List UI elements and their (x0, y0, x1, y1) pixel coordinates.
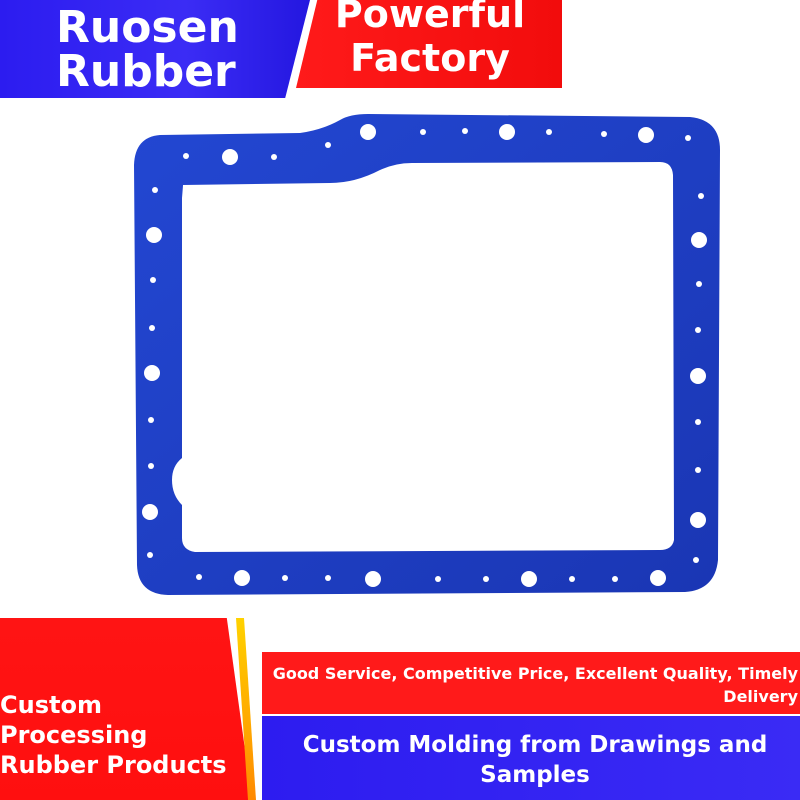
brand-name-line1: Ruosen (56, 2, 239, 53)
factory-banner (296, 0, 562, 88)
factory-label-line1: Powerful (334, 0, 526, 36)
processing-label: Custom Processing Rubber Products (0, 690, 250, 780)
brand-name-line2: Rubber (56, 46, 236, 97)
processing-banner (0, 618, 252, 800)
rubber-gasket-icon (134, 114, 720, 595)
molding-text: Custom Molding from Drawings and Samples (302, 732, 768, 788)
slogan-banner (262, 652, 800, 714)
molding-banner (262, 716, 800, 800)
brand-banner (0, 0, 310, 98)
processing-label-line1: Custom Processing (0, 691, 148, 749)
factory-label-line2: Factory (350, 36, 510, 80)
brand-name: Ruosen Rubber (56, 6, 296, 94)
slogan-text: Good Service, Competitive Price, Excelle… (272, 664, 798, 706)
processing-label-line2: Rubber Products (0, 751, 227, 779)
factory-label: Powerful Factory (300, 0, 560, 80)
product-image (0, 100, 800, 620)
